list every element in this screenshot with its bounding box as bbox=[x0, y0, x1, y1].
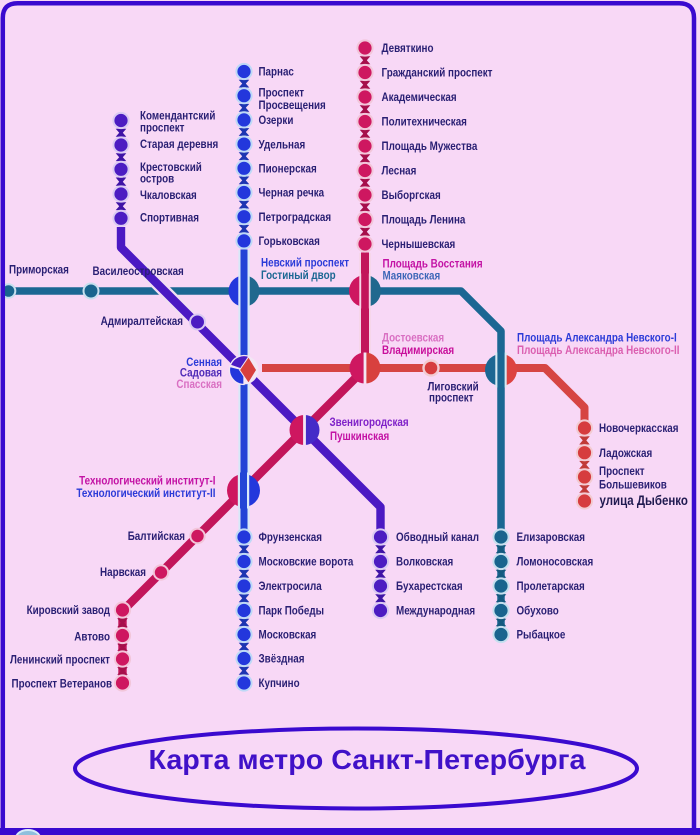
svg-text:Ладожская: Ладожская bbox=[599, 446, 652, 460]
svg-text:Адмиралтейская: Адмиралтейская bbox=[101, 314, 183, 328]
svg-text:Кировский завод: Кировский завод bbox=[27, 603, 111, 617]
svg-text:Сенная: Сенная bbox=[186, 355, 222, 369]
svg-text:Площадь Мужества: Площадь Мужества bbox=[382, 139, 478, 153]
svg-text:Ломоносовская: Ломоносовская bbox=[517, 555, 594, 569]
svg-text:Проспект: Проспект bbox=[599, 464, 645, 478]
svg-text:улица Дыбенко: улица Дыбенко bbox=[600, 493, 688, 508]
svg-text:Черная речка: Черная речка bbox=[259, 186, 325, 200]
svg-text:Пушкинская: Пушкинская bbox=[330, 429, 389, 443]
svg-text:Гражданский проспект: Гражданский проспект bbox=[382, 66, 493, 80]
svg-text:Просвещения: Просвещения bbox=[259, 98, 326, 112]
svg-text:Обводный канал: Обводный канал bbox=[396, 530, 479, 544]
svg-text:Озерки: Озерки bbox=[259, 113, 294, 127]
svg-text:Ленинский проспект: Ленинский проспект bbox=[10, 653, 110, 667]
svg-text:Приморская: Приморская bbox=[9, 263, 69, 277]
svg-text:Площадь Восстания: Площадь Восстания bbox=[383, 257, 483, 271]
svg-text:Московские ворота: Московские ворота bbox=[259, 555, 354, 569]
svg-text:Чернышевская: Чернышевская bbox=[382, 237, 456, 251]
svg-text:Политехническая: Политехническая bbox=[382, 115, 467, 129]
svg-text:Комендантский: Комендантский bbox=[140, 109, 215, 123]
svg-text:Карта метро Санкт-Петербурга: Карта метро Санкт-Петербурга bbox=[149, 744, 586, 775]
svg-text:Горьковская: Горьковская bbox=[259, 234, 320, 248]
svg-text:Удельная: Удельная bbox=[259, 137, 306, 151]
svg-text:Электросила: Электросила bbox=[259, 579, 322, 593]
svg-text:проспект: проспект bbox=[140, 121, 185, 135]
svg-text:Академическая: Академическая bbox=[382, 90, 457, 104]
svg-text:Балтийская: Балтийская bbox=[128, 529, 185, 543]
svg-text:Петроградская: Петроградская bbox=[259, 210, 332, 224]
svg-text:Василеостровская: Василеостровская bbox=[93, 264, 184, 278]
svg-text:Московская: Московская bbox=[259, 628, 317, 642]
svg-text:Обухово: Обухово bbox=[517, 604, 559, 618]
svg-text:Новочеркасская: Новочеркасская bbox=[599, 421, 679, 435]
svg-text:Пролетарская: Пролетарская bbox=[517, 579, 585, 593]
svg-text:Площадь Александра Невского-II: Площадь Александра Невского-II bbox=[517, 343, 680, 357]
svg-text:Парнас: Парнас bbox=[259, 65, 295, 79]
svg-text:Международная: Международная bbox=[396, 604, 475, 618]
svg-text:Купчино: Купчино bbox=[259, 676, 300, 690]
svg-text:Чкаловская: Чкаловская bbox=[140, 188, 197, 202]
svg-text:остров: остров bbox=[140, 172, 174, 186]
svg-text:Спасская: Спасская bbox=[176, 377, 222, 391]
svg-text:Площадь Ленина: Площадь Ленина bbox=[382, 213, 466, 227]
svg-text:Звенигородская: Звенигородская bbox=[330, 415, 409, 429]
svg-text:Старая деревня: Старая деревня bbox=[140, 137, 218, 151]
svg-text:Нарвская: Нарвская bbox=[100, 565, 146, 579]
svg-text:Технологический институт-II: Технологический институт-II bbox=[76, 486, 215, 500]
svg-text:проспект: проспект bbox=[429, 391, 474, 405]
svg-text:Елизаровская: Елизаровская bbox=[517, 530, 586, 544]
svg-text:Проспект Ветеранов: Проспект Ветеранов bbox=[12, 677, 113, 691]
svg-text:Фрунзенская: Фрунзенская bbox=[259, 530, 323, 544]
svg-text:Рыбацкое: Рыбацкое bbox=[517, 628, 566, 642]
svg-text:Технологический институт-I: Технологический институт-I bbox=[79, 474, 215, 488]
svg-text:Парк Победы: Парк Победы bbox=[259, 604, 325, 618]
svg-text:Лесная: Лесная bbox=[382, 164, 417, 178]
svg-text:Владимирская: Владимирская bbox=[382, 343, 454, 357]
svg-text:Спортивная: Спортивная bbox=[140, 211, 199, 225]
svg-text:Гостиный двор: Гостиный двор bbox=[261, 268, 336, 282]
svg-text:Большевиков: Большевиков bbox=[599, 478, 667, 492]
svg-text:Крестовский: Крестовский bbox=[140, 160, 202, 174]
svg-text:Волковская: Волковская bbox=[396, 555, 453, 569]
svg-text:Автово: Автово bbox=[74, 630, 110, 644]
svg-text:Достоевская: Достоевская bbox=[382, 331, 444, 345]
svg-text:Лиговский: Лиговский bbox=[428, 380, 479, 394]
svg-text:Бухарестская: Бухарестская bbox=[396, 579, 463, 593]
svg-text:Площадь Александра Невского-I: Площадь Александра Невского-I bbox=[517, 331, 677, 345]
svg-text:Маяковская: Маяковская bbox=[383, 269, 441, 283]
svg-text:Невский проспект: Невский проспект bbox=[261, 256, 349, 270]
svg-text:Проспект: Проспект bbox=[259, 86, 305, 100]
svg-text:Девяткино: Девяткино bbox=[382, 41, 434, 55]
svg-text:Пионерская: Пионерская bbox=[259, 162, 317, 176]
svg-text:Звёздная: Звёздная bbox=[259, 652, 305, 666]
svg-text:Выборгская: Выборгская bbox=[382, 188, 441, 202]
svg-text:Садовая: Садовая bbox=[180, 366, 222, 380]
